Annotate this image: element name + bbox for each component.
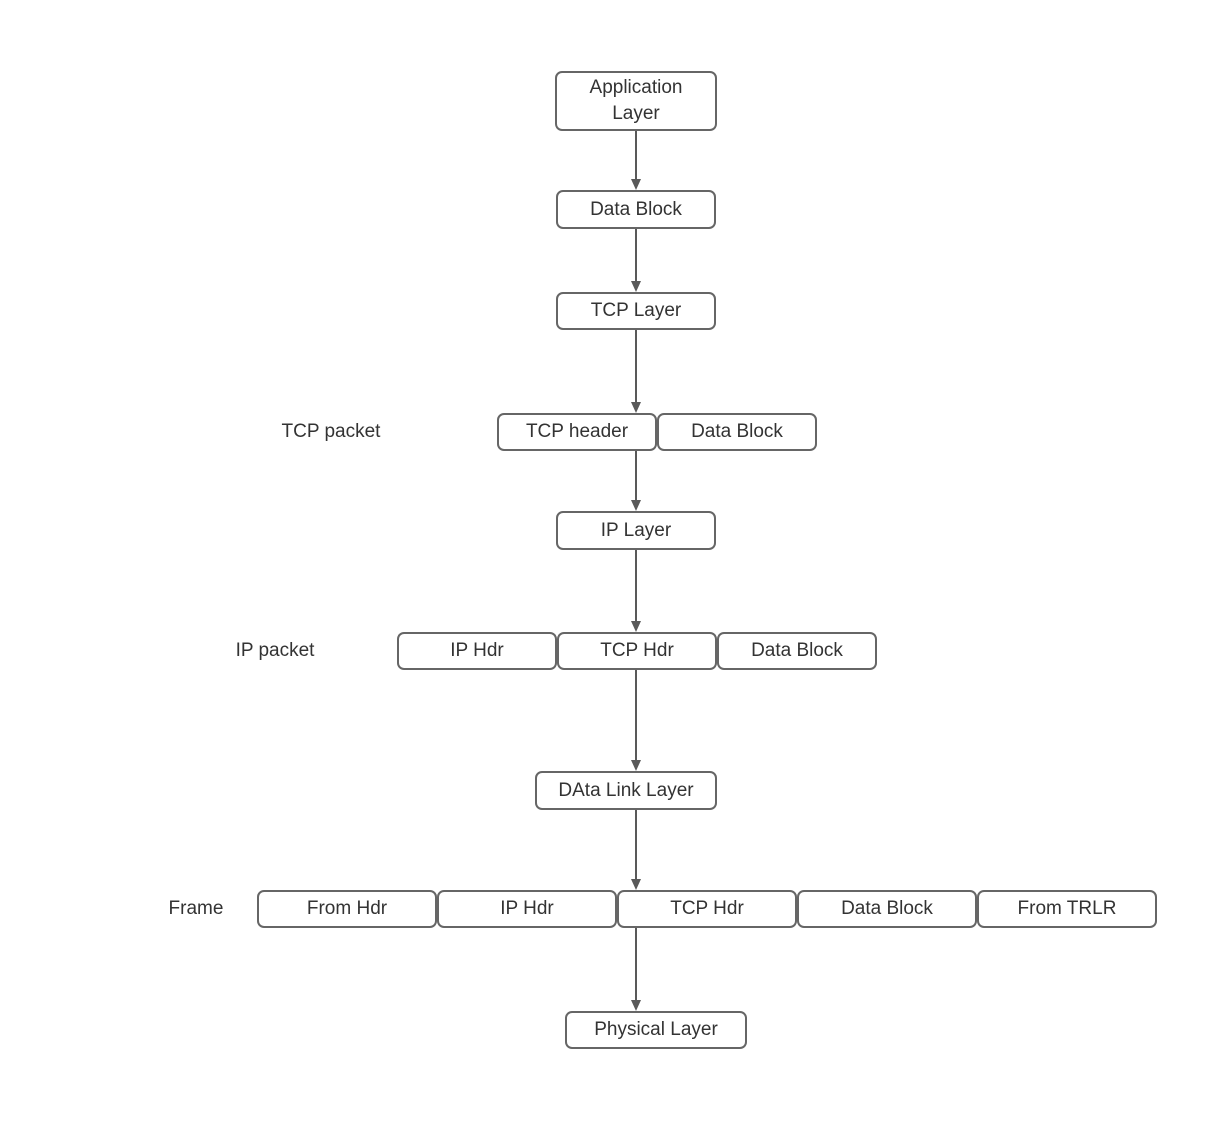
cell-frame-from-trlr: From TRLR [977,890,1157,928]
arrow-datablock-to-tcplayer-icon [631,229,641,292]
label-frame: Frame [168,898,224,919]
cell-tcp-packet-tcp-header: TCP header [497,413,657,451]
cell-frame-from-hdr: From Hdr [257,890,437,928]
arrow-tcplayer-to-tcppacket-icon [631,330,641,413]
label-tcp-packet: TCP packet [281,421,381,442]
node-application-layer: Application Layer [555,71,717,131]
arrow-datalink-to-frame-icon [631,810,641,890]
node-tcp-layer: TCP Layer [556,292,716,330]
node-ip-layer: IP Layer [556,511,716,550]
cell-ip-packet-ip-hdr: IP Hdr [397,632,557,670]
arrow-frame-to-physical-icon [631,928,641,1011]
cell-tcp-packet-data-block: Data Block [657,413,817,451]
arrow-iplayer-to-ippacket-icon [631,550,641,632]
node-data-block: Data Block [556,190,716,229]
cell-ip-packet-data-block: Data Block [717,632,877,670]
node-data-link-layer: DAta Link Layer [535,771,717,810]
cell-frame-ip-hdr: IP Hdr [437,890,617,928]
node-physical-layer: Physical Layer [565,1011,747,1049]
arrow-ippacket-to-datalink-icon [631,670,641,771]
arrow-application-to-datablock-icon [631,131,641,190]
cell-frame-data-block: Data Block [797,890,977,928]
label-ip-packet: IP packet [235,640,315,661]
cell-frame-tcp-hdr: TCP Hdr [617,890,797,928]
arrow-tcppacket-to-iplayer-icon [631,451,641,511]
cell-ip-packet-tcp-hdr: TCP Hdr [557,632,717,670]
